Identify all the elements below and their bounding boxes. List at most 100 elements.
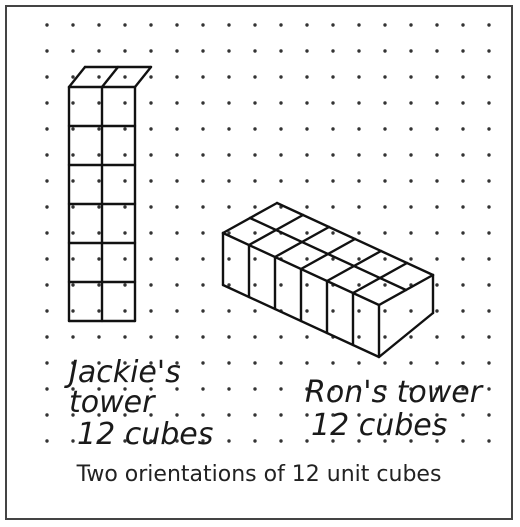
grid-dot	[409, 413, 413, 417]
grid-dot	[409, 205, 413, 209]
grid-dot	[175, 283, 179, 287]
grid-dot	[331, 257, 335, 261]
grid-dot	[123, 179, 127, 183]
grid-dot	[435, 153, 439, 157]
grid-dot	[123, 361, 127, 365]
grid-dot	[383, 387, 387, 391]
grid-dot	[435, 23, 439, 27]
grid-dot	[383, 205, 387, 209]
grid-dot	[461, 439, 465, 443]
grid-dot	[175, 179, 179, 183]
grid-dot	[97, 387, 101, 391]
grid-dot	[175, 309, 179, 313]
grid-dot	[279, 283, 283, 287]
grid-dot	[201, 387, 205, 391]
grid-dot	[357, 153, 361, 157]
grid-dot	[461, 283, 465, 287]
grid-dot	[331, 231, 335, 235]
grid-dot	[435, 127, 439, 131]
grid-dot	[71, 205, 75, 209]
grid-dot	[487, 75, 491, 79]
grid-dot	[123, 387, 127, 391]
grid-dot	[487, 23, 491, 27]
grid-dot	[71, 101, 75, 105]
grid-dot	[71, 361, 75, 365]
grid-dot	[149, 387, 153, 391]
grid-dot	[331, 439, 335, 443]
grid-dot	[97, 231, 101, 235]
grid-dot	[487, 231, 491, 235]
grid-dot	[123, 23, 127, 27]
grid-dot	[227, 413, 231, 417]
grid-dot	[253, 179, 257, 183]
grid-dot	[357, 309, 361, 313]
grid-dot	[227, 23, 231, 27]
grid-dot	[409, 439, 413, 443]
grid-dot	[305, 335, 309, 339]
grid-dot	[175, 231, 179, 235]
grid-dot	[435, 387, 439, 391]
grid-dot	[461, 49, 465, 53]
grid-dot	[175, 49, 179, 53]
grid-dot	[357, 413, 361, 417]
grid-dot	[331, 387, 335, 391]
grid-dot	[45, 413, 49, 417]
grid-dot	[487, 153, 491, 157]
grid-dot	[45, 231, 49, 235]
grid-dot	[97, 309, 101, 313]
grid-dot	[357, 335, 361, 339]
grid-dot	[149, 257, 153, 261]
grid-dot	[201, 179, 205, 183]
grid-dot	[123, 49, 127, 53]
grid-dot	[227, 231, 231, 235]
grid-dot	[97, 75, 101, 79]
grid-dot	[279, 153, 283, 157]
grid-dot	[383, 413, 387, 417]
grid-dot	[383, 23, 387, 27]
grid-dot	[409, 101, 413, 105]
grid-dot	[97, 101, 101, 105]
grid-dot	[305, 49, 309, 53]
grid-dot	[331, 361, 335, 365]
grid-dot	[253, 413, 257, 417]
grid-dot	[45, 257, 49, 261]
grid-dot	[383, 49, 387, 53]
grid-dot	[383, 335, 387, 339]
grid-dot	[487, 335, 491, 339]
grid-dot	[123, 75, 127, 79]
grid-dot	[253, 257, 257, 261]
grid-dot	[123, 309, 127, 313]
grid-dot	[71, 179, 75, 183]
grid-dot	[175, 23, 179, 27]
grid-dot	[123, 231, 127, 235]
grid-dot	[253, 127, 257, 131]
grid-dot	[227, 127, 231, 131]
grid-dot	[487, 413, 491, 417]
grid-dot	[461, 335, 465, 339]
grid-dot	[227, 283, 231, 287]
grid-dot	[97, 361, 101, 365]
ron-edge	[247, 213, 305, 247]
grid-dot	[253, 23, 257, 27]
grid-dot	[461, 361, 465, 365]
grid-dot	[279, 75, 283, 79]
grid-dot	[409, 387, 413, 391]
grid-dot	[71, 231, 75, 235]
grid-dot	[305, 361, 309, 365]
grid-dot	[45, 283, 49, 287]
grid-dot	[305, 439, 309, 443]
grid-dot	[123, 101, 127, 105]
grid-dot	[435, 335, 439, 339]
grid-dot	[357, 257, 361, 261]
grid-dot	[45, 179, 49, 183]
grid-dot	[227, 257, 231, 261]
grid-dot	[253, 101, 257, 105]
grid-dot	[97, 179, 101, 183]
jackie-label-line-1: Jackie's	[64, 355, 181, 390]
grid-dot	[227, 309, 231, 313]
grid-dot	[383, 127, 387, 131]
grid-dot	[71, 309, 75, 313]
grid-dot	[227, 101, 231, 105]
grid-dot	[201, 335, 205, 339]
grid-dot	[175, 335, 179, 339]
